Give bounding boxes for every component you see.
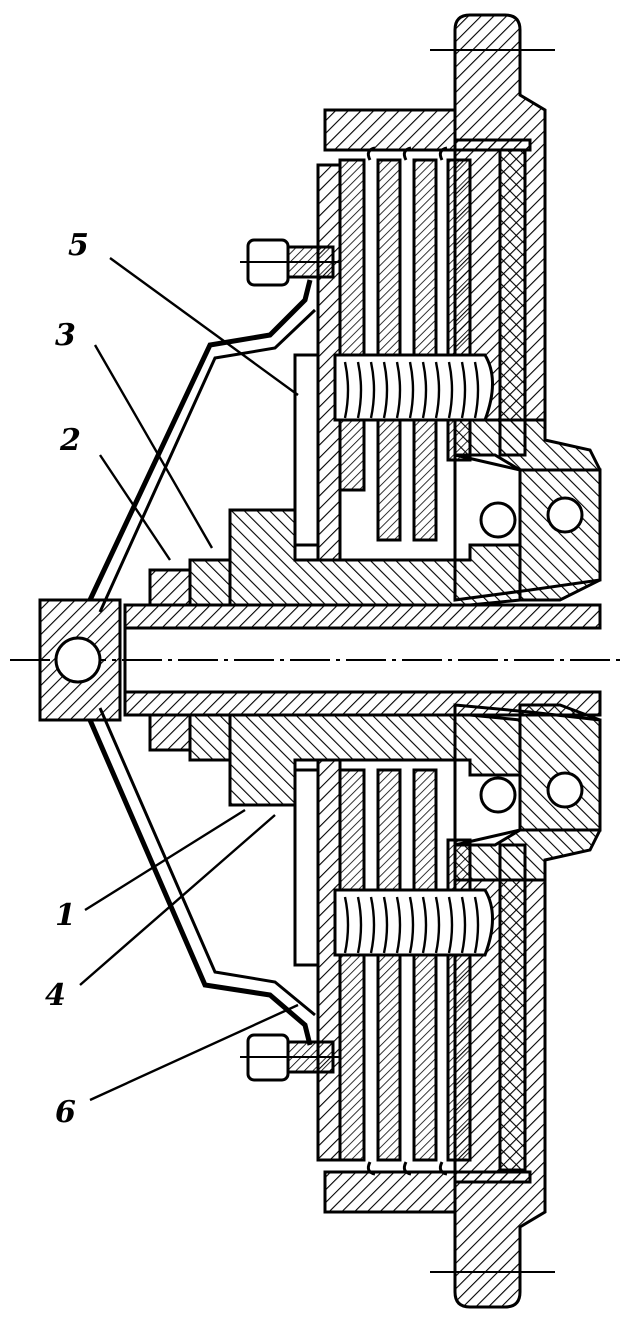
friction-disc-pack: [338, 146, 472, 1176]
clutch-spring-upper: [333, 353, 494, 422]
callout-6: 6: [55, 1095, 76, 1130]
pressure-plate: [316, 148, 527, 1172]
bolt-lower: [240, 1033, 340, 1082]
callout-2: 2: [59, 423, 81, 458]
adjusting-nut: [148, 558, 232, 762]
callout-4: 4: [45, 978, 66, 1013]
callout-3: 3: [55, 318, 76, 353]
ball-bearing-lower: [479, 771, 584, 814]
bolt-upper: [240, 238, 340, 287]
callout-1: 1: [55, 898, 76, 933]
drive-shaft: [123, 603, 602, 717]
ball-bearing-upper: [479, 496, 584, 539]
callout-5: 5: [68, 228, 89, 263]
clutch-spring-lower: [333, 888, 494, 957]
lever-ball-joint: [38, 598, 122, 722]
leader-lines: [79, 257, 299, 1102]
clutch-hub: [228, 508, 522, 807]
callout-labels: 5 3 2 1 4 6: [45, 228, 89, 1130]
release-lever: [87, 279, 317, 1046]
release-plate: [293, 353, 320, 967]
